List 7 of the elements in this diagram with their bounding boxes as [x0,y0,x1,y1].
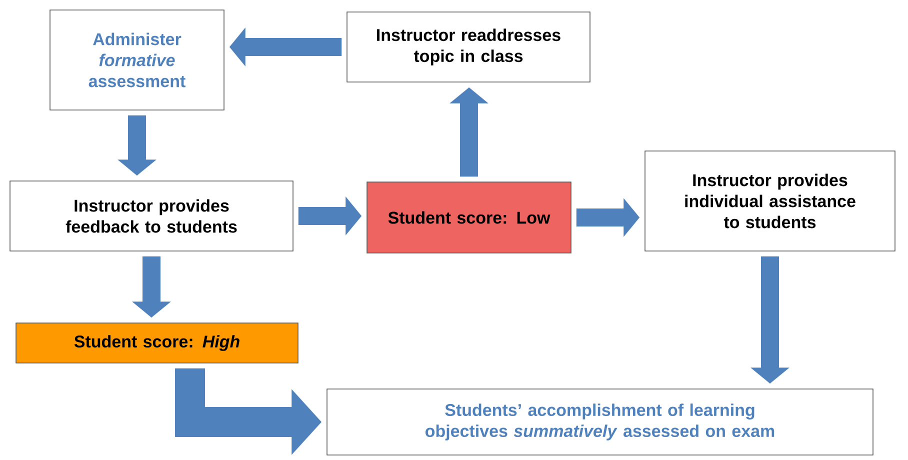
process-box: Administer formative assessment [50,10,224,110]
score-box: Student score: High [16,322,298,364]
process-box: Instructor provides feedback to students [10,180,294,252]
process-box: Instructor readdresses topic in class [346,12,590,82]
score-box: Student score: Low [366,182,572,254]
process-box: Instructor provides individual assistance to students [644,150,896,252]
outcome-box: Students’ accomplishment of learning objectives summatively assessed on exam [326,388,874,456]
